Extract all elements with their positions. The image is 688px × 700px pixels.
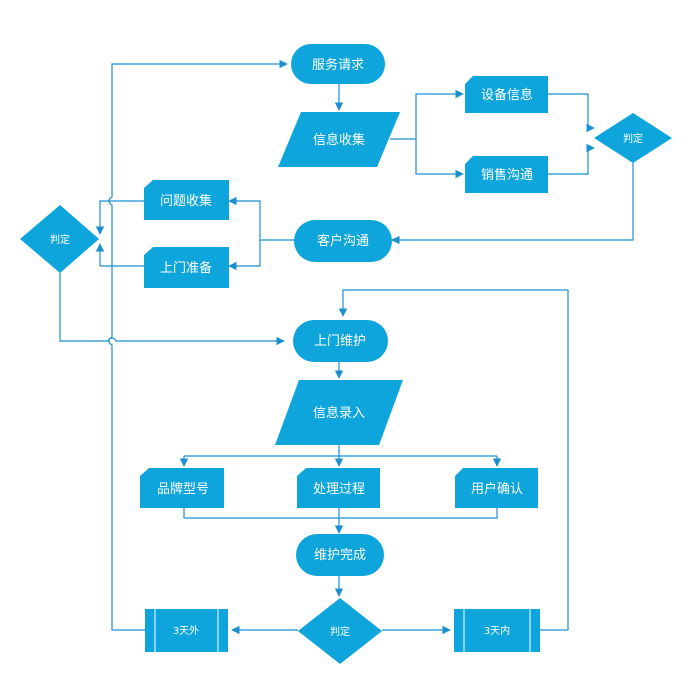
node-info-entry: 信息录入	[275, 380, 403, 445]
node-label: 判定	[50, 233, 70, 246]
node-info-collect: 信息收集	[278, 112, 400, 167]
edge-customer-to-problem	[228, 196, 295, 241]
node-sales-comm: 销售沟通	[465, 156, 548, 193]
edge-customer-to-prep	[228, 240, 261, 271]
node-onsite-maint: 上门维护	[293, 320, 388, 362]
node-over-3days: 3天外	[145, 609, 228, 652]
node-device-info: 设备信息	[465, 76, 548, 113]
node-judge-top: 判定	[594, 113, 672, 163]
edge-collect-to-device	[390, 89, 464, 140]
edge-entry-split	[184, 445, 497, 457]
node-label: 判定	[330, 625, 350, 638]
node-label: 问题收集	[160, 193, 212, 209]
edges	[59, 59, 634, 635]
edge-sales-to-judge	[548, 143, 595, 175]
node-label: 处理过程	[313, 482, 365, 497]
node-onsite-prep: 上门准备	[144, 247, 229, 288]
edge-prep-to-judge	[95, 243, 144, 267]
edge-within3-to-maint	[338, 289, 569, 631]
node-label: 用户确认	[471, 481, 523, 497]
node-label: 服务请求	[312, 57, 364, 73]
node-judge-left: 判定	[20, 205, 99, 273]
node-judge-bottom: 判定	[298, 598, 382, 664]
edge-problem-to-judge	[95, 200, 144, 235]
node-user-confirm: 用户确认	[455, 468, 538, 508]
node-label: 3天内	[484, 624, 510, 637]
edge-over3-to-request	[108, 59, 288, 631]
node-label: 判定	[623, 132, 643, 145]
edge-judge-to-maint	[59, 272, 285, 346]
edge-judge-to-customer	[391, 160, 634, 245]
node-maint-done: 维护完成	[296, 534, 384, 576]
node-label: 3天外	[173, 625, 199, 637]
node-label: 维护完成	[314, 548, 366, 563]
edge-merge-to-done	[183, 508, 498, 533]
node-label: 客户沟通	[317, 233, 369, 249]
node-label: 设备信息	[481, 87, 533, 103]
node-label: 信息录入	[313, 405, 365, 421]
edge-collect-to-sales	[415, 139, 464, 179]
node-label: 销售沟通	[481, 167, 533, 183]
node-problem-collect: 问题收集	[144, 180, 229, 220]
node-service-request: 服务请求	[291, 44, 385, 84]
node-brand-model: 品牌型号	[140, 468, 224, 508]
edge-device-to-judge	[548, 93, 595, 133]
node-within-3days: 3天内	[454, 609, 540, 652]
node-customer-comm: 客户沟通	[294, 220, 392, 262]
node-label: 上门准备	[160, 260, 212, 276]
node-label: 信息收集	[313, 132, 365, 148]
node-process: 处理过程	[297, 468, 380, 508]
node-label: 品牌型号	[157, 481, 209, 497]
node-label: 上门维护	[314, 334, 366, 349]
